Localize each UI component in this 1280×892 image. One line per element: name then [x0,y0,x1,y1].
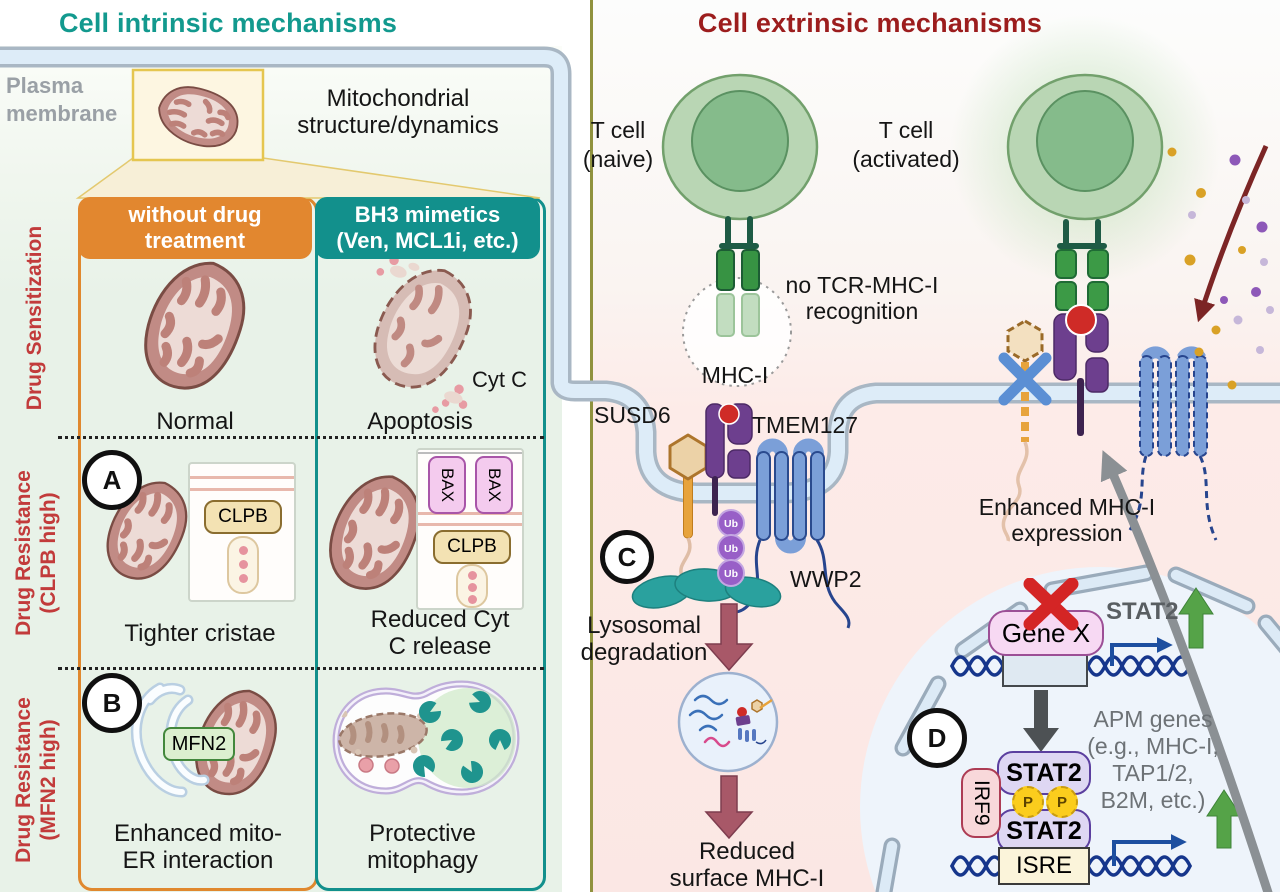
caption-reduced-cyt-c: Reduced Cyt C release [370,606,510,661]
mhc1-receptor [705,403,753,516]
transcription-arrow-top [1110,637,1173,666]
susd6-receptor [666,433,708,605]
clpb-pill: CLPB [433,530,511,564]
caption-tighter-cristae: Tighter cristae [124,620,276,647]
clpb-channel [227,536,259,594]
column-header-bh3: BH3 mimetics (Ven, MCL1i, etc.) [315,197,540,259]
up-arrow-apm [1206,789,1242,849]
label-t-cell-activated: T cell (activated) [852,117,960,172]
mito-structure-caption: Mitochondrial structure/dynamics [297,85,499,140]
susd6-blocked-dashed [1001,319,1044,542]
down-arrow-to-reduced [704,775,754,840]
row-separator-2 [58,667,544,670]
cytokine-dots [1167,147,1274,390]
title-cell-extrinsic: Cell extrinsic mechanisms [697,8,1043,38]
membrane-line [190,488,294,491]
label-reduced-surface-mhc1: Reduced surface MHC-I [669,838,825,892]
stat2-pill-top: STAT2 [997,751,1091,795]
label-tmem127: TMEM127 [752,412,859,438]
transcription-arrow-bottom [1112,834,1187,866]
up-arrow-stat2 [1178,587,1214,649]
svg-text:Ub: Ub [724,518,738,530]
down-arrow-to-lysosome [704,603,754,672]
membrane-line [418,523,522,526]
autophagosome [332,680,520,796]
caption-cyt-c: Cyt C [472,367,527,392]
caption-apoptosis: Apoptosis [367,408,473,435]
column-header-without-drug: without drug treatment [78,197,312,259]
panel-divider [590,0,593,892]
label-wwp2: WWP2 [790,566,862,592]
down-arrow-genex-stat2 [1023,690,1059,752]
inset-bax-clpb: BAX BAX CLPB [416,448,524,610]
caption-normal: Normal [156,408,234,435]
badge-a: A [82,450,142,510]
curved-arrow-enhanced-expression [1100,450,1273,892]
badge-c: C [600,530,654,584]
isre-box: ISRE [998,847,1090,885]
tcr-naive [716,216,760,337]
cytokine-arrow [1194,144,1269,323]
red-x-icon [1023,578,1079,631]
mitochondrion-reduced-release [321,466,430,599]
phospho-p: P [1046,786,1078,818]
label-no-recognition: no TCR-MHC-I recognition [785,272,939,325]
caption-mito-er: Enhanced mito- ER interaction [113,820,283,875]
bax-pill: BAX [428,456,466,514]
label-stat2-gray: STAT2 [1106,598,1179,625]
tcr-activated-mhc1-complex [1053,219,1109,436]
row-separator-1 [58,436,544,439]
label-enhanced-mhc1: Enhanced MHC-I expression [978,494,1156,547]
phospho-p: P [1012,786,1044,818]
stat2-pill-bottom: STAT2 [997,809,1091,853]
t-cell-naive-body [661,73,819,221]
clpb-pill: CLPB [204,500,282,534]
label-mhc1: MHC-I [701,362,769,388]
row-label-drug-resistance-clpb: Drug Resistance (CLPB high) [12,470,61,636]
label-apm-genes: APM genes (e.g., MHC-I, TAP1/2, B2M, etc… [1087,706,1219,814]
irf9-pill: IRF9 [961,768,1001,838]
bax-pill: BAX [475,456,513,514]
title-cell-intrinsic: Cell intrinsic mechanisms [58,8,398,38]
row-label-drug-sensitization: Drug Sensitization [23,225,46,411]
ubiquitin-chain: Ub Ub Ub [717,509,745,587]
label-lysosomal-degradation: Lysosomal degradation [580,612,708,667]
clpb-channel [456,564,488,608]
mitochondrion-apoptotic [373,249,472,413]
inset-clpb: CLPB [188,462,296,602]
mitochondrion-normal [135,252,254,399]
membrane-line [418,512,522,515]
badge-b: B [82,673,142,733]
mfn2-pill: MFN2 [163,727,235,761]
no-recognition-dotted-circle [682,277,792,387]
membrane-line [418,452,522,454]
plasma-membrane-label: Plasma membrane [6,73,118,126]
caption-mitophagy: Protective mitophagy [367,820,478,875]
svg-text:Ub: Ub [724,568,738,580]
row-label-drug-resistance-mfn2: Drug Resistance (MFN2 high) [12,697,61,863]
label-t-cell-naive: T cell (naive) [582,117,654,172]
membrane-line [190,476,294,479]
label-susd6: SUSD6 [594,402,671,428]
t-cell-activated-body [1006,73,1164,221]
svg-text:Ub: Ub [724,543,738,555]
wwp2-ligase [631,568,782,609]
badge-d: D [907,708,967,768]
lysosome [677,671,779,773]
blocked-x-icon [998,352,1052,406]
plasma-membrane-band [0,46,1280,504]
